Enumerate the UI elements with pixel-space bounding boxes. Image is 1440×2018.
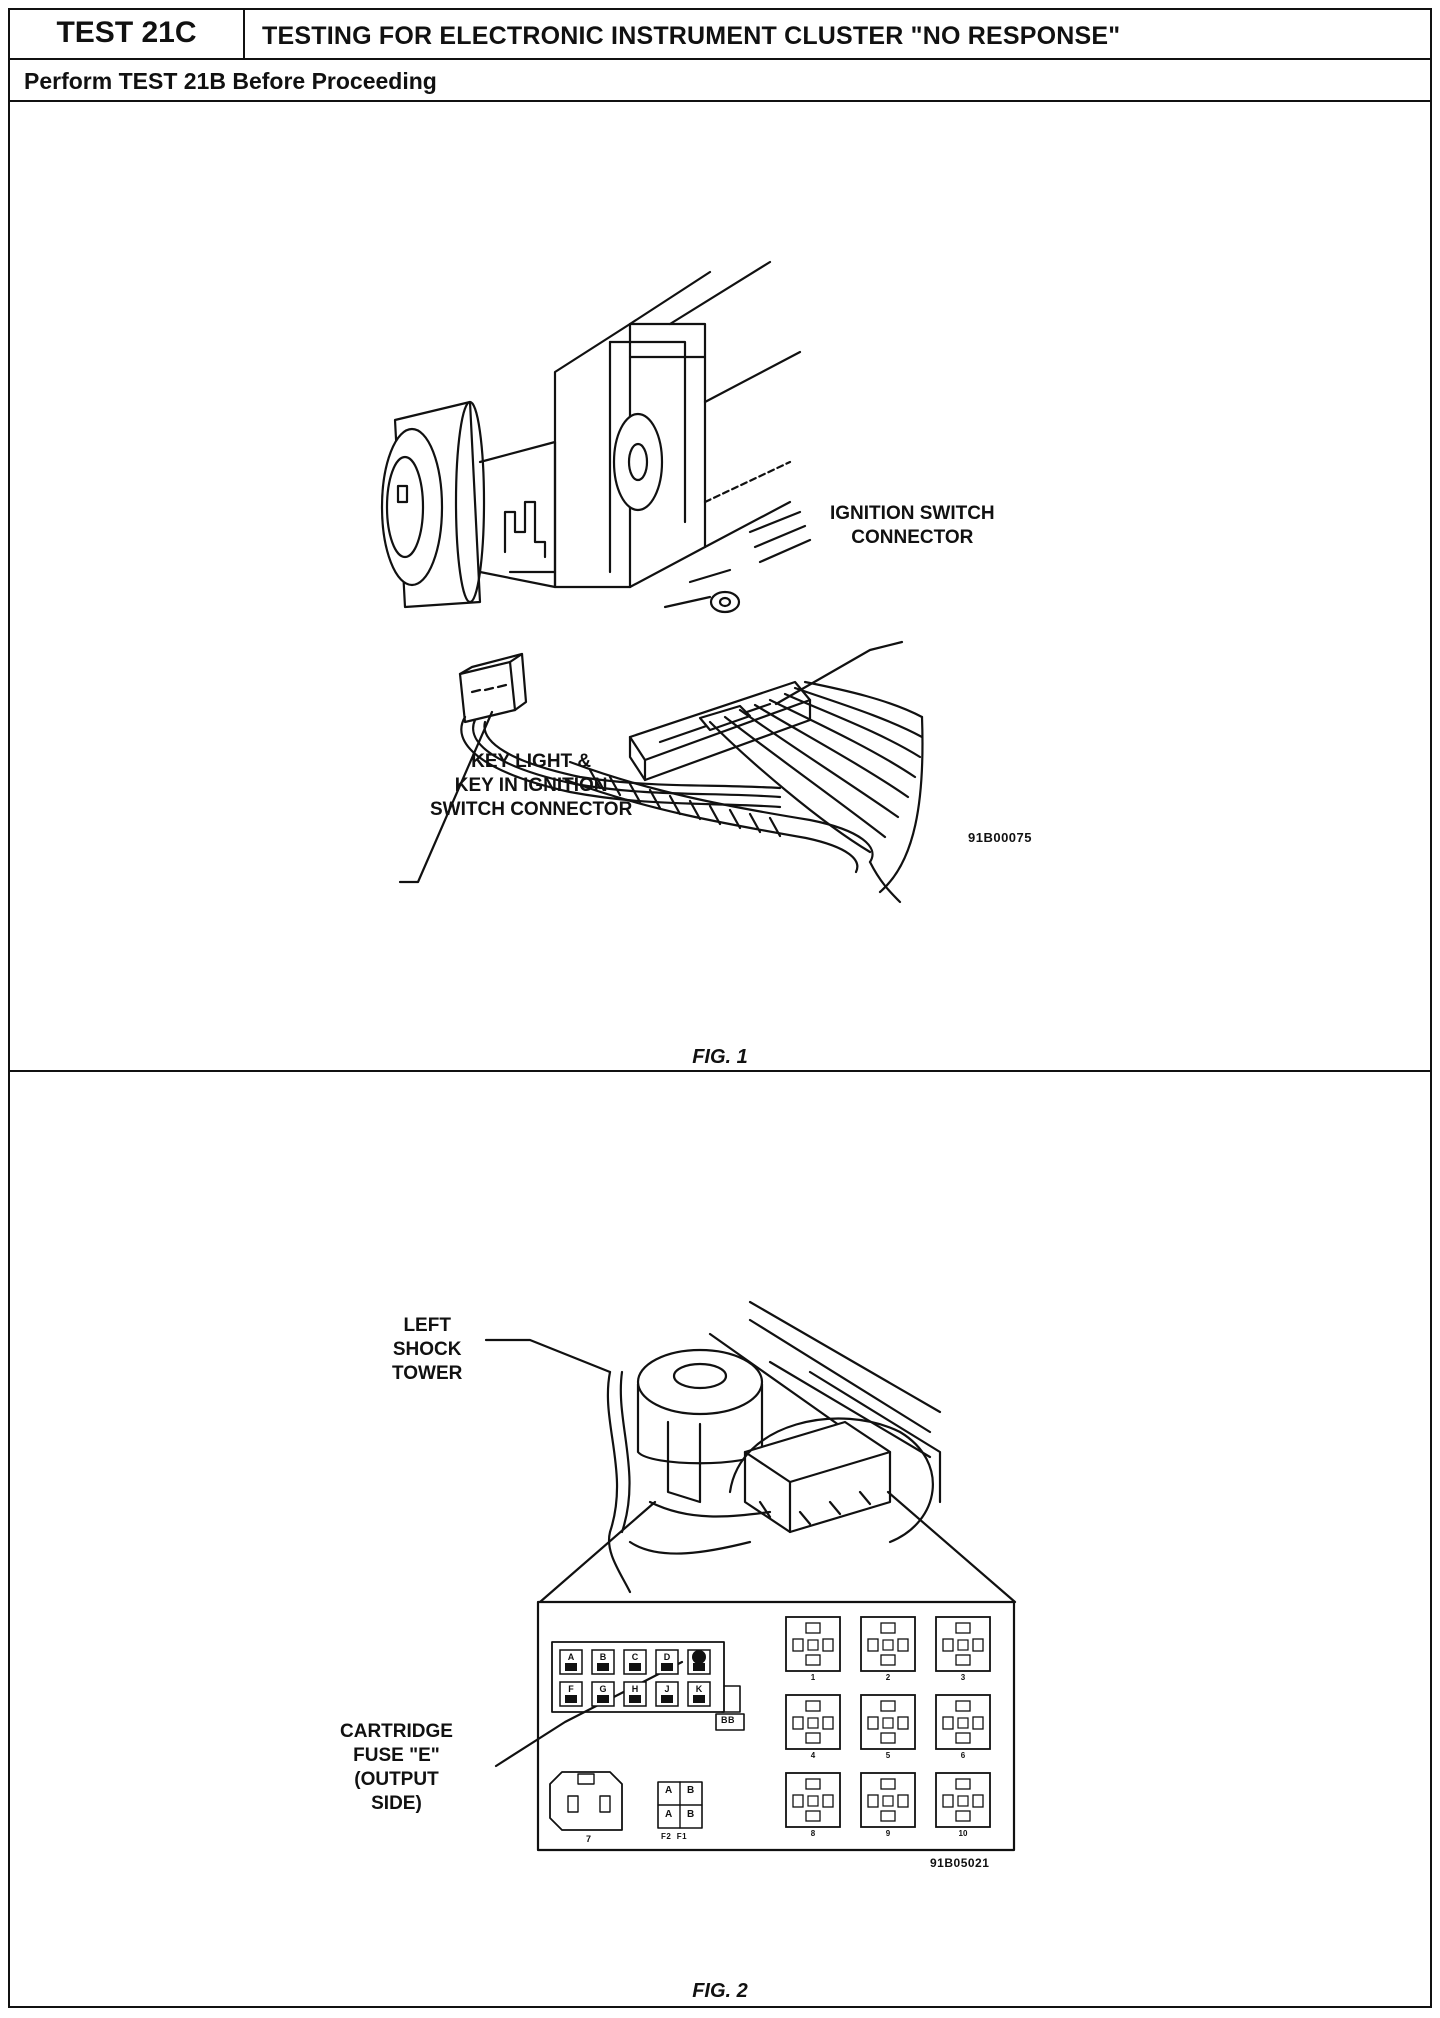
fuse-cell-c: C: [623, 1649, 647, 1675]
fuse-cell-f: F: [559, 1681, 583, 1707]
small-fuse-b2: B: [687, 1809, 695, 1820]
fuse-letter: H: [632, 1684, 639, 1694]
figure-1-panel: IGNITION SWITCH CONNECTOR KEY LIGHT & KE…: [10, 102, 1430, 1072]
callout-line: SIDE): [371, 1793, 422, 1814]
callout-line: IGNITION SWITCH: [830, 503, 995, 524]
aux-fuse-label: BB: [721, 1715, 735, 1725]
callout-line: LEFT: [403, 1315, 451, 1336]
relay-number: 5: [886, 1751, 891, 1760]
callout-line: CONNECTOR: [851, 527, 974, 548]
relay-number: 8: [811, 1829, 816, 1838]
relay-socket-6: 6: [935, 1694, 991, 1760]
fuse-cell-g: G: [591, 1681, 615, 1707]
relay-number: 4: [811, 1751, 816, 1760]
relay-number: 2: [886, 1673, 891, 1682]
fuse-letter: A: [568, 1652, 575, 1662]
callout-line: KEY IN IGNITION: [454, 775, 608, 796]
fuse-cell-h: H: [623, 1681, 647, 1707]
prerequisite-note: Perform TEST 21B Before Proceeding: [10, 60, 1430, 102]
engine-compartment-illustration: A B C D E F G H J K 1 2 3 4 5 6 8 9 10: [484, 1300, 1017, 1852]
cartridge-fuse-callout: CARTRIDGE FUSE "E" (OUTPUT SIDE): [340, 1720, 453, 1816]
callout-line: TOWER: [392, 1363, 463, 1384]
relay-grid: 1 2 3 4 5 6 8 9 10: [785, 1616, 991, 1838]
fuse-letter: C: [632, 1652, 639, 1662]
figure-1-drawing-code: 91B00075: [968, 830, 1032, 845]
relay-socket-2: 2: [860, 1616, 916, 1682]
relay-number: 9: [886, 1829, 891, 1838]
callout-line: SHOCK: [392, 1339, 462, 1360]
fuse-cell-k: K: [687, 1681, 711, 1707]
fuse-cell-b: B: [591, 1649, 615, 1675]
relay-socket-5: 5: [860, 1694, 916, 1760]
ignition-switch-connector-callout: IGNITION SWITCH CONNECTOR: [830, 502, 995, 550]
fuse-letter: K: [696, 1684, 703, 1694]
key-light-connector-callout: KEY LIGHT & KEY IN IGNITION SWITCH CONNE…: [430, 750, 632, 822]
figure-2-caption: FIG. 2: [692, 1980, 748, 2002]
fuse-cell-a: A: [559, 1649, 583, 1675]
fuse-letter: F: [568, 1684, 574, 1694]
figure-1-caption: FIG. 1: [692, 1046, 748, 1068]
fuse-letter: J: [664, 1684, 669, 1694]
callout-line: SWITCH CONNECTOR: [430, 799, 633, 820]
small-fuse-a1: A: [665, 1785, 673, 1796]
test-id: TEST 21C: [10, 10, 245, 58]
fuse-cell-j: J: [655, 1681, 679, 1707]
fuse-letter: G: [599, 1684, 606, 1694]
service-manual-page: TEST 21C TESTING FOR ELECTRONIC INSTRUME…: [8, 8, 1432, 2008]
relay-socket-9: 9: [860, 1772, 916, 1838]
left-shock-tower-callout: LEFT SHOCK TOWER: [392, 1314, 462, 1386]
test-header: TEST 21C TESTING FOR ELECTRONIC INSTRUME…: [10, 10, 1430, 60]
relay-socket-8: 8: [785, 1772, 841, 1838]
relay-number: 10: [959, 1829, 968, 1838]
small-fuse-caption: F2 F1: [661, 1832, 688, 1841]
figure-2-panel: A B C D E F G H J K 1 2 3 4 5 6 8 9 10 LEFT SHOCK TOWER C…: [10, 1072, 1430, 2006]
fuse-letter: D: [664, 1652, 671, 1662]
callout-line: KEY LIGHT &: [471, 751, 592, 772]
socket-number: 7: [586, 1834, 592, 1844]
ignition-switch-illustration: [380, 260, 924, 904]
relay-socket-1: 1: [785, 1616, 841, 1682]
relay-number: 1: [811, 1673, 816, 1682]
relay-number: 6: [961, 1751, 966, 1760]
small-fuse-a2: A: [665, 1809, 673, 1820]
test-title: TESTING FOR ELECTRONIC INSTRUMENT CLUSTE…: [262, 22, 1121, 50]
relay-socket-10: 10: [935, 1772, 991, 1838]
figure-2-drawing-code: 91B05021: [930, 1856, 990, 1870]
relay-socket-3: 3: [935, 1616, 991, 1682]
callout-line: CARTRIDGE: [340, 1721, 453, 1742]
fuse-letter: B: [600, 1652, 607, 1662]
small-fuse-b1: B: [687, 1785, 695, 1796]
callout-line: (OUTPUT: [354, 1769, 439, 1790]
fuse-cell-e: E: [687, 1649, 711, 1675]
relay-socket-4: 4: [785, 1694, 841, 1760]
fuse-cells: A B C D E F G H J K: [559, 1649, 711, 1707]
relay-number: 3: [961, 1673, 966, 1682]
fuse-cell-d: D: [655, 1649, 679, 1675]
callout-line: FUSE "E": [353, 1745, 440, 1766]
